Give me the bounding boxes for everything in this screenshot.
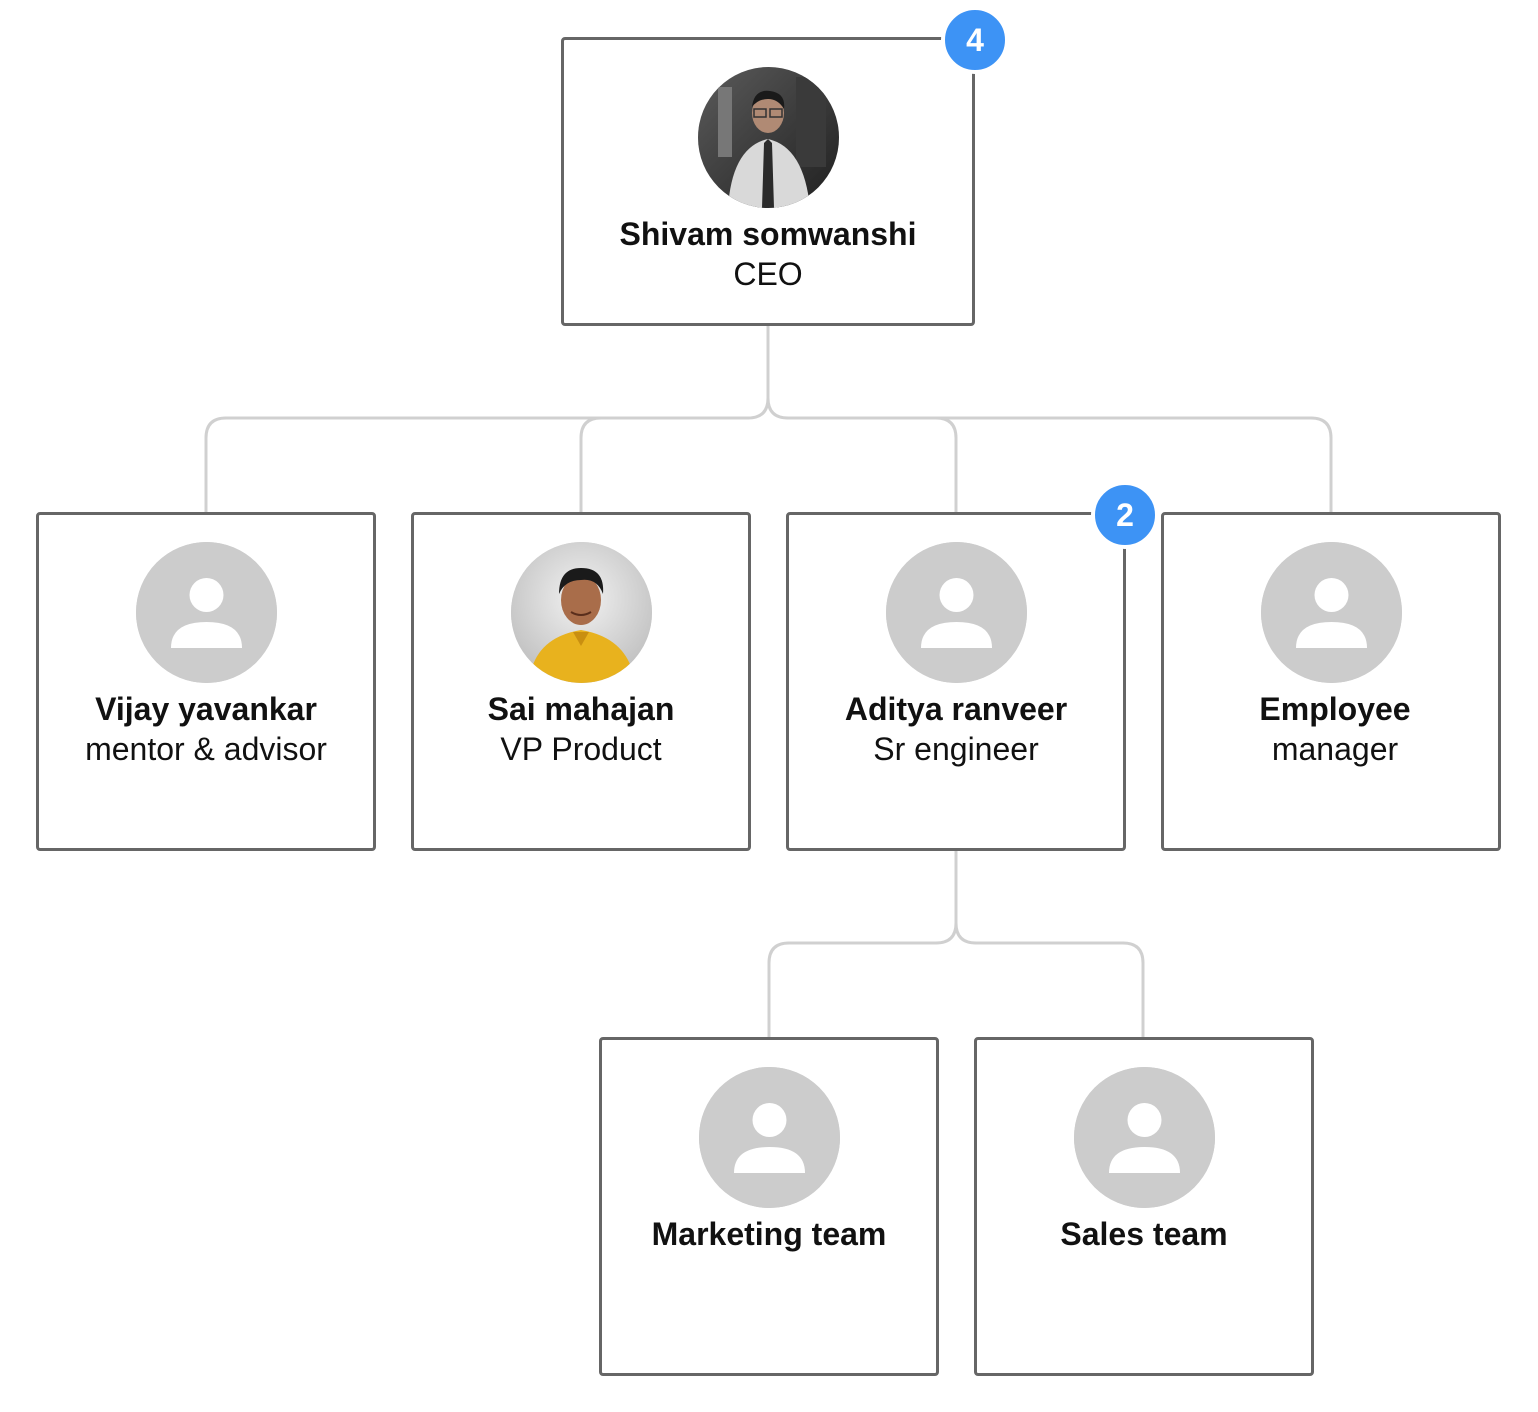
- direct-reports-count-badge[interactable]: 4: [941, 6, 1009, 74]
- connector-aditya-to-teams: [767, 850, 1145, 1037]
- avatar-photo: [511, 542, 652, 683]
- person-placeholder-icon: [1261, 542, 1402, 683]
- node-name: Sales team: [1060, 1216, 1228, 1252]
- node-sales-team[interactable]: Sales team: [974, 1037, 1314, 1376]
- node-ceo[interactable]: Shivam somwanshi CEO: [561, 37, 975, 326]
- person-placeholder-icon: [136, 542, 277, 683]
- node-employee[interactable]: Employee manager: [1161, 512, 1501, 851]
- node-role: VP Product: [500, 731, 662, 767]
- node-role: mentor & advisor: [85, 731, 327, 767]
- person-placeholder-icon: [1074, 1067, 1215, 1208]
- node-sai[interactable]: Sai mahajan VP Product: [411, 512, 751, 851]
- node-name: Employee: [1259, 691, 1411, 727]
- person-placeholder-icon: [699, 1067, 840, 1208]
- node-name: Aditya ranveer: [844, 691, 1068, 727]
- node-marketing-team[interactable]: Marketing team: [599, 1037, 939, 1376]
- node-name: Marketing team: [651, 1216, 887, 1252]
- node-name: Vijay yavankar: [95, 691, 317, 727]
- node-vijay[interactable]: Vijay yavankar mentor & advisor: [36, 512, 376, 851]
- connector-ceo-to-managers: [204, 325, 1333, 512]
- node-name: Shivam somwanshi: [619, 216, 917, 252]
- node-role: CEO: [733, 256, 803, 292]
- person-placeholder-icon: [886, 542, 1027, 683]
- node-aditya[interactable]: Aditya ranveer Sr engineer: [786, 512, 1126, 851]
- node-role: Sr engineer: [873, 731, 1039, 767]
- node-role: manager: [1271, 731, 1399, 767]
- avatar-photo: [698, 67, 839, 208]
- direct-reports-count-badge[interactable]: 2: [1091, 481, 1159, 549]
- node-name: Sai mahajan: [487, 691, 675, 727]
